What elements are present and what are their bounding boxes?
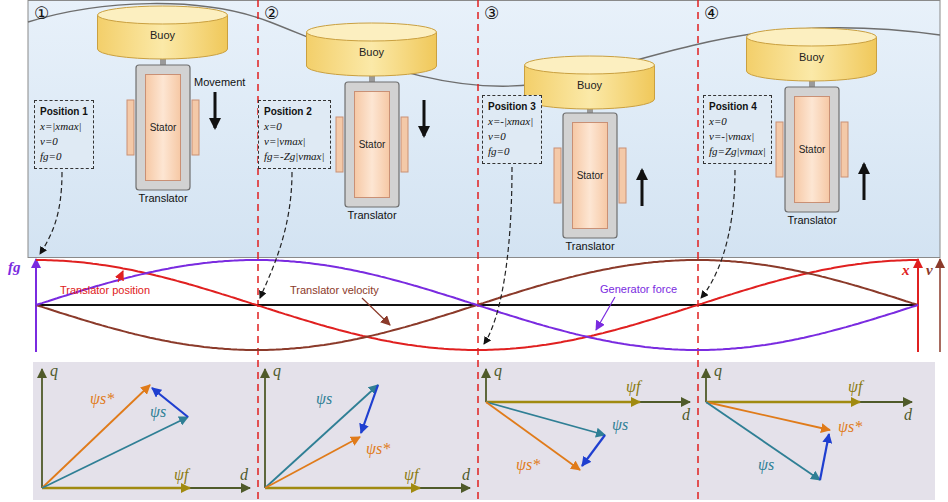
stator-label: Stator — [799, 144, 826, 155]
vector-label: ψs — [758, 456, 774, 474]
stator-label: Stator — [577, 170, 604, 181]
buoy-label: Buoy — [96, 29, 229, 41]
vector-label: ψs* — [366, 440, 390, 458]
state-value: v=|vmax| — [264, 134, 325, 149]
curve-label: Generator force — [600, 283, 677, 295]
motion-label: Movement — [194, 76, 245, 88]
axis-label: d — [904, 406, 912, 424]
axis-label: d — [240, 466, 248, 484]
callout-number: ② — [264, 4, 279, 23]
axis-label: d — [682, 406, 690, 424]
state-value: fg=0 — [40, 149, 88, 164]
callout-number: ④ — [704, 4, 719, 23]
box-heading: Position 2 — [264, 104, 325, 119]
state-value: x=|xmax| — [40, 119, 88, 134]
stator-block: Stator — [572, 122, 608, 229]
state-value: x=0 — [709, 114, 766, 129]
state-value: v=0 — [40, 134, 88, 149]
vector-label: ψs* — [516, 456, 540, 474]
buoy: Buoy — [523, 55, 656, 111]
state-value: fg=-Zg|vmax| — [264, 149, 325, 164]
waveform-curve — [36, 260, 918, 350]
position-box: Position 3x=-|xmax|v=0fg=0 — [482, 95, 542, 164]
vector-label: ψf — [848, 378, 862, 396]
vector-label: ψs — [612, 416, 628, 434]
vector-label: ψs* — [838, 418, 862, 436]
stator-block: Stator — [354, 91, 390, 198]
part-name: Translator — [347, 209, 396, 221]
axis-label: fg — [8, 259, 21, 276]
axis-label: d — [462, 466, 470, 484]
vector-label: ψf — [174, 466, 188, 484]
axis-label: q — [714, 362, 722, 380]
box-heading: Position 1 — [40, 104, 88, 119]
buoy: Buoy — [745, 27, 878, 83]
buoy: Buoy — [96, 5, 229, 61]
state-value: fg=Zg|vmax| — [709, 144, 766, 159]
vector-label: ψs — [150, 403, 166, 421]
stator-label: Stator — [359, 139, 386, 150]
part-name: Translator — [565, 240, 614, 252]
vector-label: ψs — [316, 390, 332, 408]
waveform-curve — [36, 260, 918, 350]
axis-label: q — [494, 362, 502, 380]
box-heading: Position 3 — [488, 99, 536, 114]
axis-label: x — [902, 262, 910, 279]
callout-number: ① — [34, 4, 49, 23]
buoy-label: Buoy — [305, 46, 438, 58]
state-value: fg=0 — [488, 144, 536, 159]
position-box: Position 1x=|xmax|v=0fg=0 — [34, 100, 94, 169]
state-value: v=-|vmax| — [709, 129, 766, 144]
buoy-label: Buoy — [523, 79, 656, 91]
stator-block: Stator — [145, 74, 181, 181]
axis-label: q — [273, 362, 281, 380]
buoy-label: Buoy — [745, 51, 878, 63]
state-value: x=-|xmax| — [488, 114, 536, 129]
callout-number: ③ — [484, 4, 499, 23]
part-name: Translator — [138, 192, 187, 204]
position-box: Position 4x=0v=-|vmax|fg=Zg|vmax| — [703, 95, 772, 164]
stator-label: Stator — [150, 122, 177, 133]
curve-label: Translator velocity — [290, 284, 379, 296]
state-value: x=0 — [264, 119, 325, 134]
box-heading: Position 4 — [709, 99, 766, 114]
curve-label: Translator position — [60, 284, 150, 296]
stator-block: Stator — [794, 96, 830, 203]
waveform-curve — [36, 260, 918, 350]
part-name: Translator — [787, 214, 836, 226]
vector-label: ψf — [404, 466, 418, 484]
axis-label: v — [926, 262, 933, 279]
position-box: Position 2x=0v=|vmax|fg=-Zg|vmax| — [258, 100, 331, 169]
vector-label: ψf — [626, 378, 640, 396]
buoy: Buoy — [305, 22, 438, 78]
axis-label: q — [50, 362, 58, 380]
state-value: v=0 — [488, 129, 536, 144]
vector-label: ψs* — [90, 390, 114, 408]
